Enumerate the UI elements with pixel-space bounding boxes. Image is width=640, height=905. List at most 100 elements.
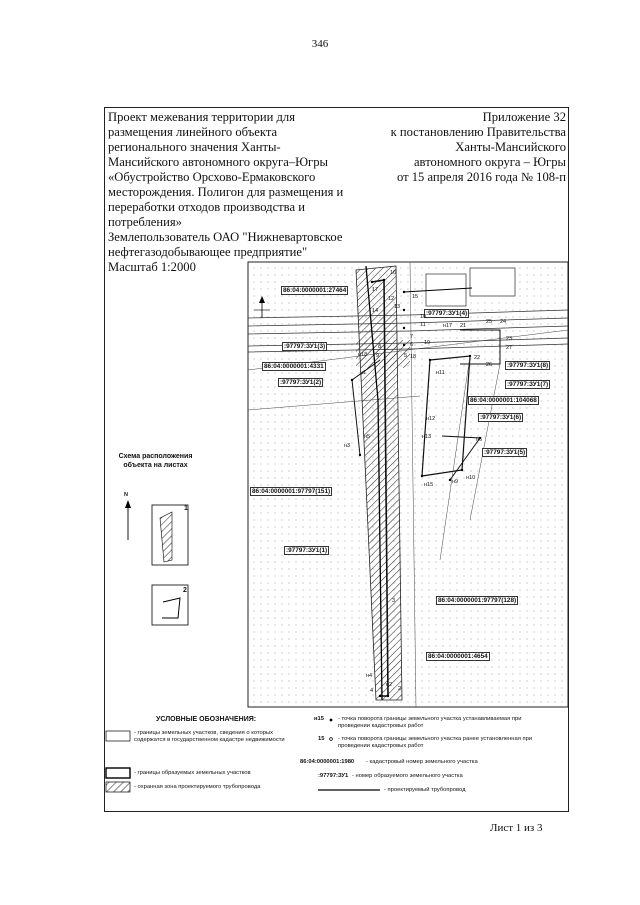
title-line: регионального значения Ханты- [108,140,281,154]
point-label: н17 [443,323,453,329]
parcel-label: :97797:ЗУ1(3) [282,342,328,351]
north-label: N [124,492,128,498]
point-label: 9 [376,353,380,359]
point-label: 24 [500,319,507,325]
turning-points [350,278,482,698]
appendix-line: Ханты-Мансийского [455,140,566,154]
parcel-label: 86:04:0000001:97797(151) [250,487,333,496]
point-label: 15 [412,294,419,300]
point-label: 17 [372,287,379,293]
title-line: нефтегазодобывающее предприятие" [108,245,308,259]
point-label: 14 [372,308,379,314]
legend-item: - кадастровый номер земельного участка [366,759,478,765]
point-label: н10 [466,475,476,481]
legend-swatch-protection [105,781,131,793]
point-label: 10 [420,314,427,320]
legend-item: - проектируемый трубопровод [384,787,466,793]
point-label: 19 [424,340,431,346]
legend-item: - границы земельных участков, сведения о… [134,730,285,743]
point-label: 5 [404,353,408,359]
title-line: Землепользователь ОАО "Нижневартовское [108,230,343,244]
scheme-sheet-1 [151,504,189,566]
legend-symbol: :97797:ЗУ1 [318,773,349,779]
legend-item: - точка поворота границы земельного учас… [338,716,522,729]
parcel-label: 86:04:0000001:104068 [468,396,539,405]
point-label: 26 [486,362,493,368]
point-label: 12 [388,296,395,302]
point-label: 8 [378,344,382,350]
project-title-block: Проект межевания территории для размещен… [108,110,408,275]
point-label: 21 [460,323,467,329]
point-label: н11 [436,370,445,376]
point-label: н15 [424,482,434,488]
scheme-title: Схема расположения объекта на листах [108,452,203,470]
appendix-line: Приложение 32 [482,110,566,124]
sheet-counter: Лист 1 из 3 [490,822,543,834]
point-label: 6 [410,342,414,348]
scheme-title-line: объекта на листах [123,462,188,469]
point-label: 16 [390,270,397,276]
map-area [247,261,569,708]
scheme-sheet-number: 1 [184,505,188,512]
parcel-label: 86:04:0000001:4654 [426,652,490,661]
legend-item: - охранная зона проектируемого трубопров… [134,784,261,790]
title-line: «Обустройство Орсхово-Ермаковского [108,170,316,184]
title-line: месторождения. Полигон для размещения и [108,185,344,199]
title-line: Проект межевания территории для [108,110,295,124]
page-number: 346 [311,38,329,50]
parcel-label: :97797:ЗУ1(2) [278,378,324,387]
point-label: н2 [386,682,393,688]
legend-symbol: 15 [318,736,325,742]
title-line: размещения линейного объекта [108,125,278,139]
point-label: 22 [474,355,481,361]
parcel-label: :97797:ЗУ1(8) [505,361,551,370]
parcel-label: 86:04:0000001:4331 [262,362,326,371]
legend-title: УСЛОВНЫЕ ОБОЗНАЧЕНИЯ: [156,716,257,723]
point-label: н18 [358,352,368,358]
point-label: 7 [410,334,414,340]
legend-symbol: н15 [314,716,324,722]
title-line: потребления» [108,215,182,229]
projected-pipeline [365,265,383,701]
legend-swatch-formed [105,767,131,779]
point-label: 1 [380,688,384,694]
point-label: 3 [392,598,396,604]
parcel-label: :97797:ЗУ1(1) [284,546,330,555]
point-label: 25 [486,319,493,325]
point-label: 23 [506,336,513,342]
parcel-label: :97797:ЗУ1(4) [424,309,470,318]
scheme-title-line: Схема расположения [118,453,193,460]
appendix-block: Приложение 32 к постановлению Правительс… [340,110,566,185]
scheme-sheet-number: 2 [183,587,187,594]
appendix-line: от 15 апреля 2016 года № 108-п [396,170,566,184]
scheme-sheet-2 [151,584,189,626]
point-label: 2 [398,686,402,692]
title-line: Мансийского автономного округа–Югры [108,155,328,169]
point-label: 4 [370,688,374,694]
point-label: 27 [506,345,513,351]
point-label: н1 [360,370,367,376]
legend-item: - номер образуемого земельного участка [352,773,463,779]
legend-item: - точка поворота границы земельного учас… [338,736,533,749]
point-label: н3 [344,443,351,449]
parcel-label: 86:04:0000001:97797(128) [436,596,519,605]
point-label: 18 [410,354,417,360]
scale-line: Масштаб 1:2000 [108,260,196,274]
parcel-label: :97797:ЗУ1(6) [478,413,524,422]
appendix-line: к постановлению Правительства [390,125,566,139]
point-label: н5 [364,434,371,440]
point-label: н6 [476,437,483,443]
point-label: н12 [426,416,436,422]
point-label: н13 [422,434,432,440]
parcel-label: :97797:ЗУ1(7) [505,380,551,389]
parcel-label: 86:04:0000001:27464 [281,286,349,295]
appendix-line: автономного округа – Югры [413,155,566,169]
parcel-label: :97797:ЗУ1(5) [482,448,528,457]
legend-item: - границы образуемых земельных участков [134,770,251,776]
point-label: 13 [394,304,401,310]
legend-symbol: 86:04:0000001:1980 [300,759,355,765]
point-label: н4 [366,673,373,679]
point-label: н9 [452,479,459,485]
building-outline [469,267,516,297]
